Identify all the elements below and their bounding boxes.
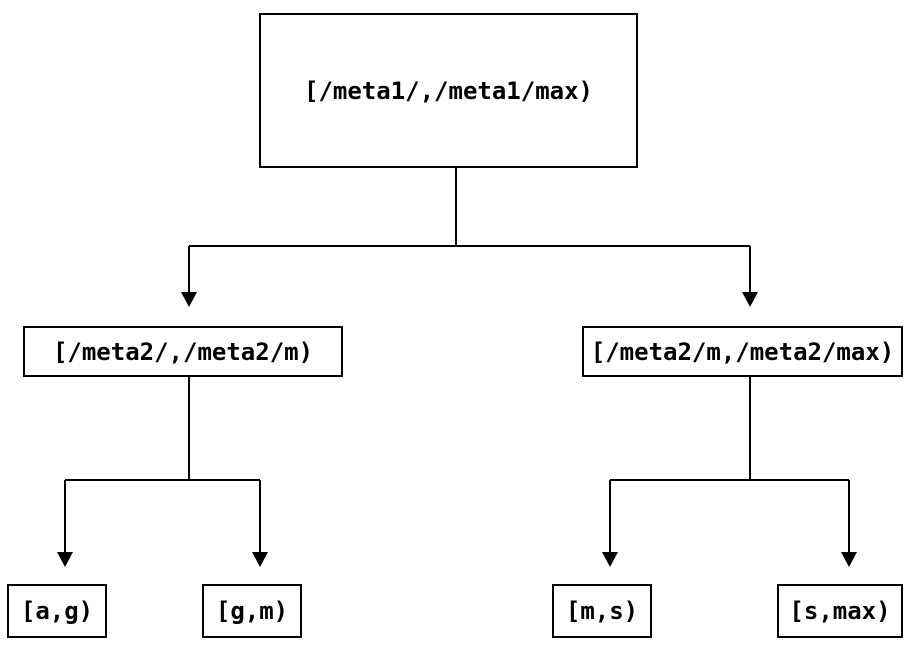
node-meta1-range: [/meta1/,/meta1/max)	[259, 13, 638, 168]
node-leaf-m-s: [m,s)	[552, 584, 652, 638]
node-label: [s,max)	[789, 597, 891, 625]
arrow-down-icon	[181, 292, 197, 307]
node-label: [/meta2/,/meta2/m)	[52, 337, 314, 366]
node-leaf-a-g: [a,g)	[7, 584, 107, 638]
node-label: [/meta1/,/meta1/max)	[304, 76, 593, 105]
connector-lines	[64, 168, 850, 552]
node-label: [a,g)	[20, 597, 94, 625]
node-meta2-left-range: [/meta2/,/meta2/m)	[23, 326, 343, 377]
node-leaf-g-m: [g,m)	[202, 584, 302, 638]
node-label: [m,s)	[565, 597, 639, 625]
arrow-down-icon	[602, 552, 618, 567]
node-meta2-right-range: [/meta2/m,/meta2/max)	[582, 326, 903, 377]
arrow-down-icon	[252, 552, 268, 567]
node-leaf-s-max: [s,max)	[777, 584, 903, 638]
node-label: [g,m)	[215, 597, 289, 625]
arrow-down-icon	[742, 292, 758, 307]
node-label: [/meta2/m,/meta2/max)	[590, 337, 895, 366]
arrow-down-icon	[57, 552, 73, 567]
arrowheads	[57, 292, 857, 567]
arrow-down-icon	[841, 552, 857, 567]
